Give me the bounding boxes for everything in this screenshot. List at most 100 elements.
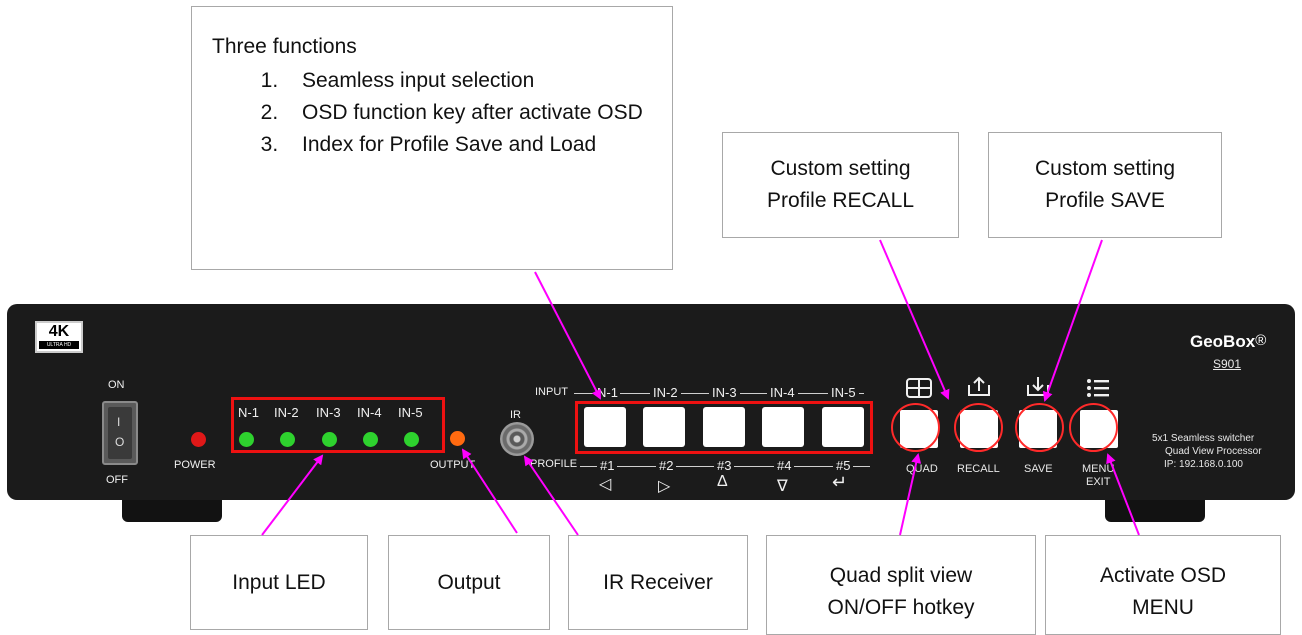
input-key-label: IN-3 [709, 385, 740, 400]
osd-callout-line2: MENU [1132, 596, 1194, 619]
save-callout: Custom setting Profile SAVE [988, 132, 1222, 238]
menu-label: MENU [1082, 463, 1115, 475]
arrow-to-save [1042, 239, 1103, 402]
menu-list-icon [1087, 379, 1109, 397]
left-arrow-icon: ◁ [599, 476, 612, 493]
profile-key-label: #5 [833, 458, 854, 473]
input-led-2 [280, 432, 295, 447]
output-led [450, 431, 465, 446]
device-foot-right [1105, 500, 1205, 522]
switch-on-label: ON [108, 379, 125, 391]
input-key-1[interactable] [584, 407, 626, 447]
led-label: IN-5 [398, 405, 423, 420]
switch-o-mark: O [115, 435, 125, 449]
4k-badge: 4K ULTRA HD [35, 321, 83, 353]
brand-text: GeoBox [1190, 332, 1256, 351]
ir-receiver [500, 422, 534, 456]
profile-key-label: #4 [774, 458, 795, 473]
quad-callout-line2: ON/OFF hotkey [827, 596, 975, 619]
recall-icon [968, 376, 990, 396]
arrow-to-menu [1106, 453, 1140, 536]
ir-receiver-callout: IR Receiver [568, 535, 748, 630]
recall-callout-line2: Profile RECALL [766, 189, 915, 212]
profile-key-label: #2 [656, 458, 677, 473]
input-row-prefix: INPUT [535, 386, 568, 398]
ir-label: IR [510, 409, 521, 421]
arrow-to-quad [899, 453, 922, 536]
input-led-1 [239, 432, 254, 447]
save-label: SAVE [1024, 463, 1053, 475]
profile-key-label: #3 [714, 458, 735, 473]
osd-callout: Activate OSD MENU [1045, 535, 1281, 635]
input-led-5 [404, 432, 419, 447]
functions-title: Three functions [212, 35, 357, 58]
input-key-4[interactable] [762, 407, 804, 447]
save-highlight-ring [1015, 403, 1064, 452]
menu-highlight-ring [1069, 403, 1118, 452]
led-label: N-1 [238, 405, 259, 420]
input-key-label: IN-2 [650, 385, 681, 400]
led-label: IN-4 [357, 405, 382, 420]
recall-callout: Custom setting Profile RECALL [722, 132, 959, 238]
functions-list: Seamless input selection OSD function ke… [212, 65, 652, 161]
exit-label: EXIT [1086, 476, 1111, 488]
input-led-4 [363, 432, 378, 447]
input-keys-highlight [575, 401, 873, 454]
device-desc-line: 5x1 Seamless switcher [1152, 433, 1255, 444]
input-key-label: IN-4 [767, 385, 798, 400]
device-foot-left [122, 500, 222, 522]
input-key-label: IN-5 [828, 385, 859, 400]
device-desc-line: IP: 192.168.0.100 [1164, 459, 1243, 470]
profile-row-prefix: PROFILE [530, 458, 578, 470]
up-arrow-icon: Δ [717, 473, 728, 490]
output-callout-text: Output [437, 570, 501, 594]
function-item: Index for Profile Save and Load [284, 129, 652, 161]
right-arrow-icon: ▷ [658, 478, 671, 495]
input-key-5[interactable] [822, 407, 864, 447]
profile-key-label: #1 [597, 458, 618, 473]
input-led-callout-text: Input LED [232, 570, 326, 594]
output-callout: Output [388, 535, 550, 630]
output-label: OUTPUT [430, 459, 476, 471]
function-item: OSD function key after activate OSD [284, 97, 652, 129]
model-number: S901 [1213, 357, 1242, 371]
power-rocker-switch[interactable]: I O [102, 401, 138, 465]
power-led [191, 432, 206, 447]
recall-label: RECALL [957, 463, 1000, 475]
ir-receiver-callout-text: IR Receiver [603, 570, 713, 594]
brand-registered-mark: ® [1255, 332, 1267, 349]
device-desc-line: Quad View Processor [1165, 446, 1262, 457]
arrow-to-ir [523, 455, 579, 536]
brand-name: GeoBox® [1190, 332, 1266, 352]
4k-badge-sub: ULTRA HD [39, 341, 79, 349]
switch-off-label: OFF [106, 474, 128, 486]
save-callout-line1: Custom setting [1034, 157, 1176, 180]
function-item: Seamless input selection [284, 65, 652, 97]
osd-callout-line1: Activate OSD [1099, 564, 1227, 587]
recall-highlight-ring [954, 403, 1003, 452]
arrow-to-input-keys [534, 271, 601, 400]
4k-badge-main: 4K [48, 323, 70, 340]
input-key-3[interactable] [703, 407, 745, 447]
arrow-to-recall [879, 239, 950, 400]
led-label: IN-3 [316, 405, 341, 420]
arrow-to-output-led [461, 448, 518, 534]
led-label: IN-2 [274, 405, 299, 420]
enter-arrow-icon: ↵ [832, 472, 848, 492]
input-led-highlight [231, 397, 445, 453]
input-key-label: N-1 [595, 385, 620, 400]
quad-icon [906, 378, 932, 398]
functions-callout: Three functions Seamless input selection… [191, 6, 673, 270]
input-led-3 [322, 432, 337, 447]
save-callout-line2: Profile SAVE [1045, 189, 1165, 212]
power-label: POWER [174, 459, 216, 471]
arrow-to-input-led [261, 454, 324, 536]
input-key-2[interactable] [643, 407, 685, 447]
quad-callout: Quad split view ON/OFF hotkey [766, 535, 1036, 635]
down-arrow-icon: ∇ [777, 478, 788, 495]
recall-callout-line1: Custom setting [770, 157, 911, 180]
quad-callout-line1: Quad split view [829, 564, 973, 587]
switch-i-mark: I [117, 415, 121, 429]
quad-highlight-ring [891, 403, 940, 452]
